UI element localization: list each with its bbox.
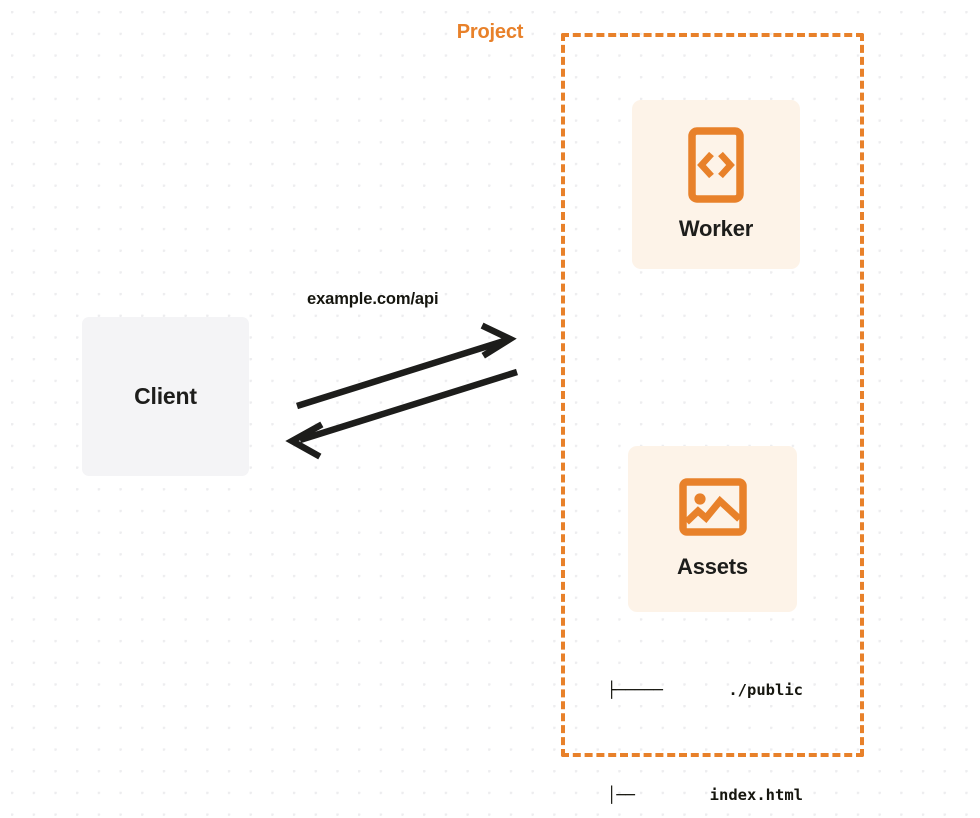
worker-card[interactable]: Worker bbox=[632, 100, 800, 269]
file-tree-row: ├───── ./public bbox=[607, 659, 803, 722]
worker-card-label: Worker bbox=[678, 216, 754, 241]
response-arrow-head bbox=[285, 421, 324, 460]
code-brackets-icon bbox=[688, 127, 744, 203]
tree-node-name: ./public bbox=[728, 681, 803, 699]
response-arrow-line bbox=[299, 368, 518, 444]
file-tree-row: │── index.html bbox=[607, 764, 803, 818]
tree-branch-glyph: ├───── bbox=[607, 681, 663, 699]
project-container bbox=[561, 33, 864, 757]
assets-card[interactable]: Assets bbox=[628, 446, 797, 612]
assets-card-label: Assets bbox=[677, 554, 748, 579]
tree-node-name: index.html bbox=[709, 786, 803, 804]
assets-file-tree: ├─────./public │──index.html │──blog.htm… bbox=[607, 617, 803, 818]
image-icon bbox=[678, 478, 747, 536]
client-node-label: Client bbox=[134, 383, 197, 409]
client-node[interactable]: Client bbox=[82, 317, 249, 476]
project-title: Project bbox=[449, 21, 531, 45]
connection-label: example.com/api bbox=[307, 290, 439, 308]
request-arrow-line bbox=[296, 337, 505, 410]
tree-branch-glyph: │── bbox=[607, 786, 635, 804]
request-arrow-head bbox=[480, 322, 517, 359]
